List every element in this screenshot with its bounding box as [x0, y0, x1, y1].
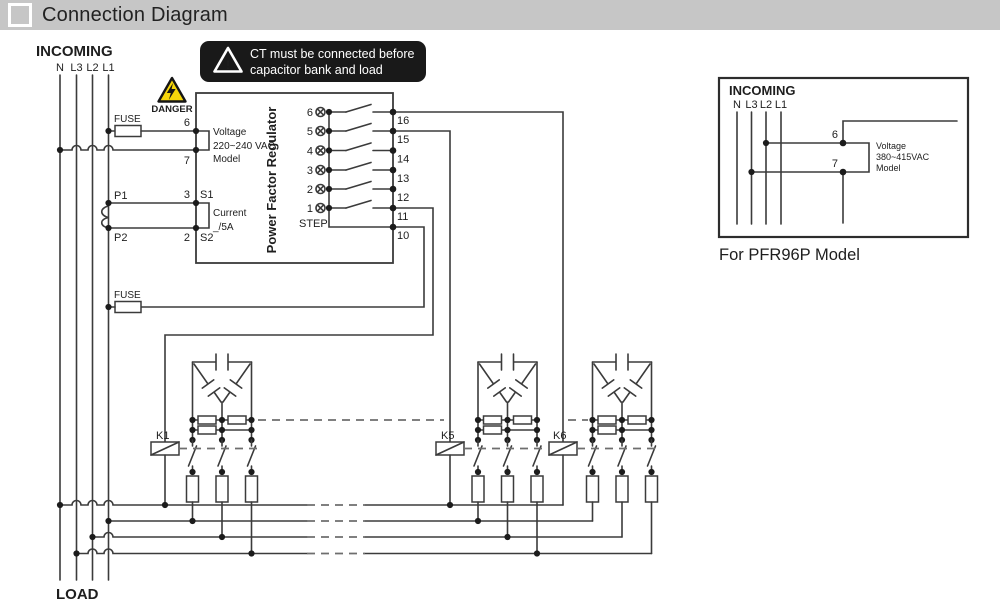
- power-factor-regulator: Power Factor Regulator: [195, 92, 394, 264]
- incoming-label: INCOMING: [36, 43, 113, 60]
- current-note-2: _/5A: [212, 222, 234, 233]
- pfr96p-phase-l2: L2: [760, 99, 772, 111]
- warning-text-line1: CT must be connected before: [250, 47, 414, 61]
- pfr96p-box: INCOMING N L3 L2 L1 6 7 Voltage 380~415V…: [717, 76, 970, 264]
- page-title: Connection Diagram: [42, 3, 228, 26]
- phase-label-l1: L1: [102, 62, 114, 74]
- capacitor-bank-k5: [471, 353, 544, 503]
- fuse2-symbol: [114, 300, 142, 314]
- step-number: 1: [307, 203, 313, 215]
- phase-label-n: N: [56, 62, 64, 74]
- terminal-12-label: 12: [397, 192, 409, 204]
- step-number: 4: [307, 146, 313, 158]
- pfr96p-phase-l1: L1: [775, 99, 787, 111]
- terminal-11-label: 11: [397, 211, 408, 223]
- pfr96p-caption: For PFR96P Model: [719, 246, 860, 264]
- bottom-bus-lines: [59, 499, 653, 555]
- warning-triangle-icon: [213, 46, 243, 73]
- terminal-7-label: 7: [184, 155, 190, 167]
- incoming-section: INCOMING N L3 L2 L1: [36, 43, 115, 74]
- step-number: 3: [307, 165, 313, 177]
- fuse1-label: FUSE: [114, 114, 141, 125]
- lightning-bolt-icon: [166, 83, 176, 100]
- step-output-rows: 6 5 4 3: [299, 103, 409, 242]
- pfr96p-phase-n: N: [733, 99, 741, 111]
- pfr96p-terminal-6-label: 6: [832, 129, 838, 141]
- capacitor-bank-k6: [585, 353, 659, 503]
- danger-symbol: DANGER: [151, 76, 193, 115]
- voltage-note-2: 220~240 VAC: [213, 141, 275, 152]
- pfr96p-voltage-note-1: Voltage: [876, 141, 906, 151]
- step-lamp-icon: [315, 183, 326, 195]
- contactor-k6: K6: [548, 430, 661, 506]
- capacitor-bank-k1: [185, 353, 259, 503]
- fuse2-label: FUSE: [114, 290, 141, 301]
- pfr96p-voltage-note-2: 380~415VAC: [876, 152, 930, 162]
- current-bracket: [195, 202, 210, 229]
- warning-exclamation: !: [226, 58, 230, 72]
- contactor-k1-label: K1: [156, 430, 169, 442]
- phase-label-l3: L3: [70, 62, 82, 74]
- pfr96p-incoming-label: INCOMING: [729, 83, 795, 98]
- step-lamp-icon: [315, 145, 326, 156]
- fuse1-symbol: [114, 124, 142, 138]
- terminal-s1-label: S1: [200, 189, 213, 201]
- ct-warning-banner: ! CT must be connected before capacitor …: [200, 41, 426, 82]
- voltage-note-1: Voltage: [213, 127, 247, 138]
- terminal-14-label: 14: [397, 154, 409, 166]
- voltage-input-circuit: FUSE 6 7 Voltage 220~240 VAC Model: [59, 114, 275, 167]
- step-number: 5: [307, 126, 313, 138]
- terminal-16-label: 16: [397, 115, 409, 127]
- danger-label: DANGER: [151, 104, 192, 115]
- ct-p1-label: P1: [114, 190, 127, 202]
- terminal-3-label: 3: [184, 189, 190, 201]
- current-note-1: Current: [213, 208, 247, 219]
- terminal-2-label: 2: [184, 232, 190, 244]
- step-row-4: 4: [307, 142, 394, 158]
- ct-current-circuit: P1 P2 3 2 S1 S2 Current _/5A: [100, 189, 247, 244]
- terminal-13-label: 13: [397, 173, 409, 185]
- ct-p2-label: P2: [114, 232, 127, 244]
- section-square-icon: [8, 3, 32, 27]
- step-lamp-icon: [315, 106, 326, 118]
- phase-label-l2: L2: [86, 62, 98, 74]
- contactor-k5: K5: [435, 430, 545, 506]
- terminal-15-label: 15: [397, 134, 409, 146]
- step-label: STEP: [299, 218, 328, 230]
- pfr96p-phase-l3: L3: [745, 99, 757, 111]
- regulator-output-wiring: FUSE: [107, 111, 564, 443]
- step-number: 2: [307, 184, 313, 196]
- terminal-6-label: 6: [184, 117, 190, 129]
- step-lamp-icon: [315, 202, 326, 214]
- pfr96p-voltage-bracket: [842, 142, 870, 173]
- step-lamp-icon: [315, 164, 326, 176]
- voltage-note-3: Model: [213, 154, 240, 165]
- step-lamp-icon: [315, 125, 326, 137]
- pfr96p-terminal-7-label: 7: [832, 158, 838, 170]
- step-number: 6: [307, 107, 313, 119]
- warning-text-line2: capacitor bank and load: [250, 63, 383, 77]
- title-bar: Connection Diagram: [0, 0, 1000, 30]
- pfr96p-voltage-note-3: Model: [876, 163, 901, 173]
- ct-coil-symbol: [100, 205, 110, 229]
- voltage-bracket: [195, 130, 210, 151]
- contactor-k5-label: K5: [441, 430, 454, 442]
- terminal-s2-label: S2: [200, 232, 213, 244]
- terminal-10-label: 10: [397, 230, 409, 242]
- load-label: LOAD: [56, 586, 99, 603]
- contactor-k6-label: K6: [553, 430, 566, 442]
- junction-dots: [56, 108, 541, 557]
- regulator-name: Power Factor Regulator: [264, 107, 279, 254]
- contactor-k1: K1: [150, 430, 262, 506]
- bank-fuse-tails: [191, 501, 653, 555]
- phase-bus-lines: [59, 74, 110, 581]
